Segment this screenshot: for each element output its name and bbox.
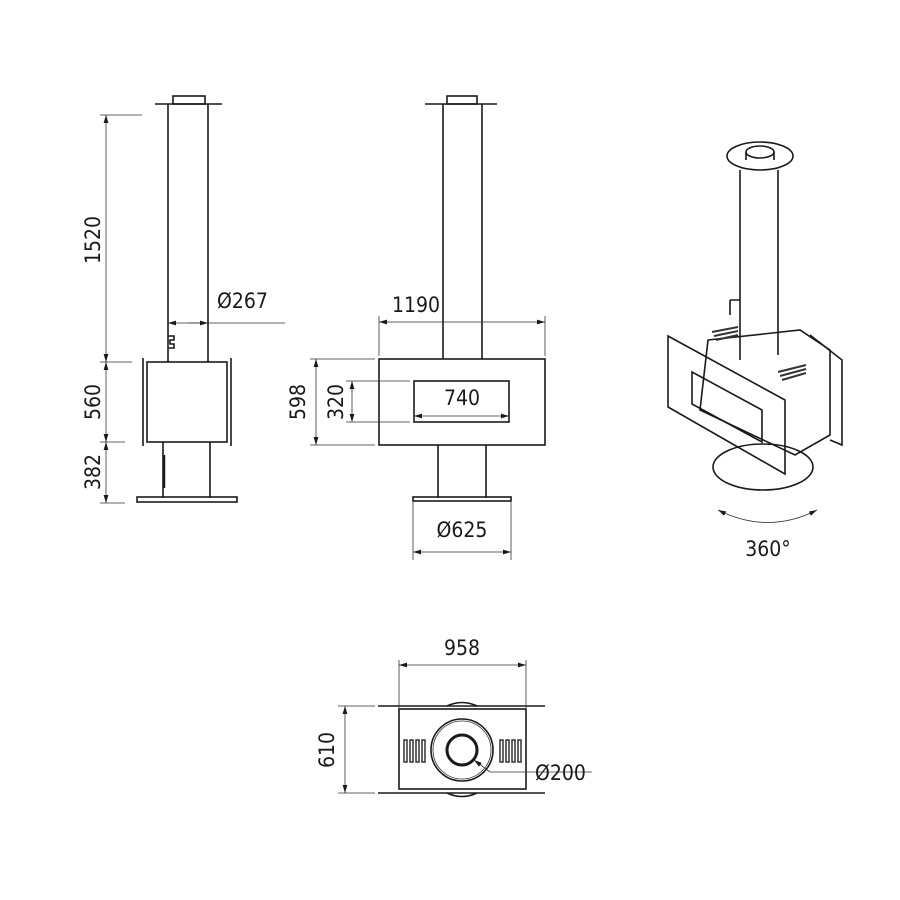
dim-base-diameter: Ø625 xyxy=(437,518,488,542)
dim-rotation: 360° xyxy=(745,537,791,561)
side-view: 1520 560 382 Ø267 xyxy=(81,95,285,504)
dim-top-width: 958 xyxy=(444,636,480,660)
top-view: 958 610 Ø200 xyxy=(315,636,592,798)
stove-body-front xyxy=(378,358,546,446)
stove-body-side xyxy=(146,361,228,443)
isometric-view: 360° xyxy=(667,141,843,561)
dim-window-height: 320 xyxy=(324,384,348,420)
dim-pedestal-height: 382 xyxy=(81,454,105,490)
dim-top-depth: 610 xyxy=(315,732,339,768)
dim-body-height: 560 xyxy=(81,384,105,420)
dim-chimney-height: 1520 xyxy=(81,216,105,264)
dim-flue-diameter: Ø200 xyxy=(535,761,586,785)
dim-width: 1190 xyxy=(392,293,440,317)
dim-height: 598 xyxy=(286,384,310,420)
dim-chimney-diameter: Ø267 xyxy=(217,289,268,313)
stove-body-top xyxy=(398,708,527,790)
dim-window-width: 740 xyxy=(444,386,480,410)
fire-window xyxy=(413,380,510,423)
front-view: 1190 598 320 740 Ø625 xyxy=(286,95,546,560)
